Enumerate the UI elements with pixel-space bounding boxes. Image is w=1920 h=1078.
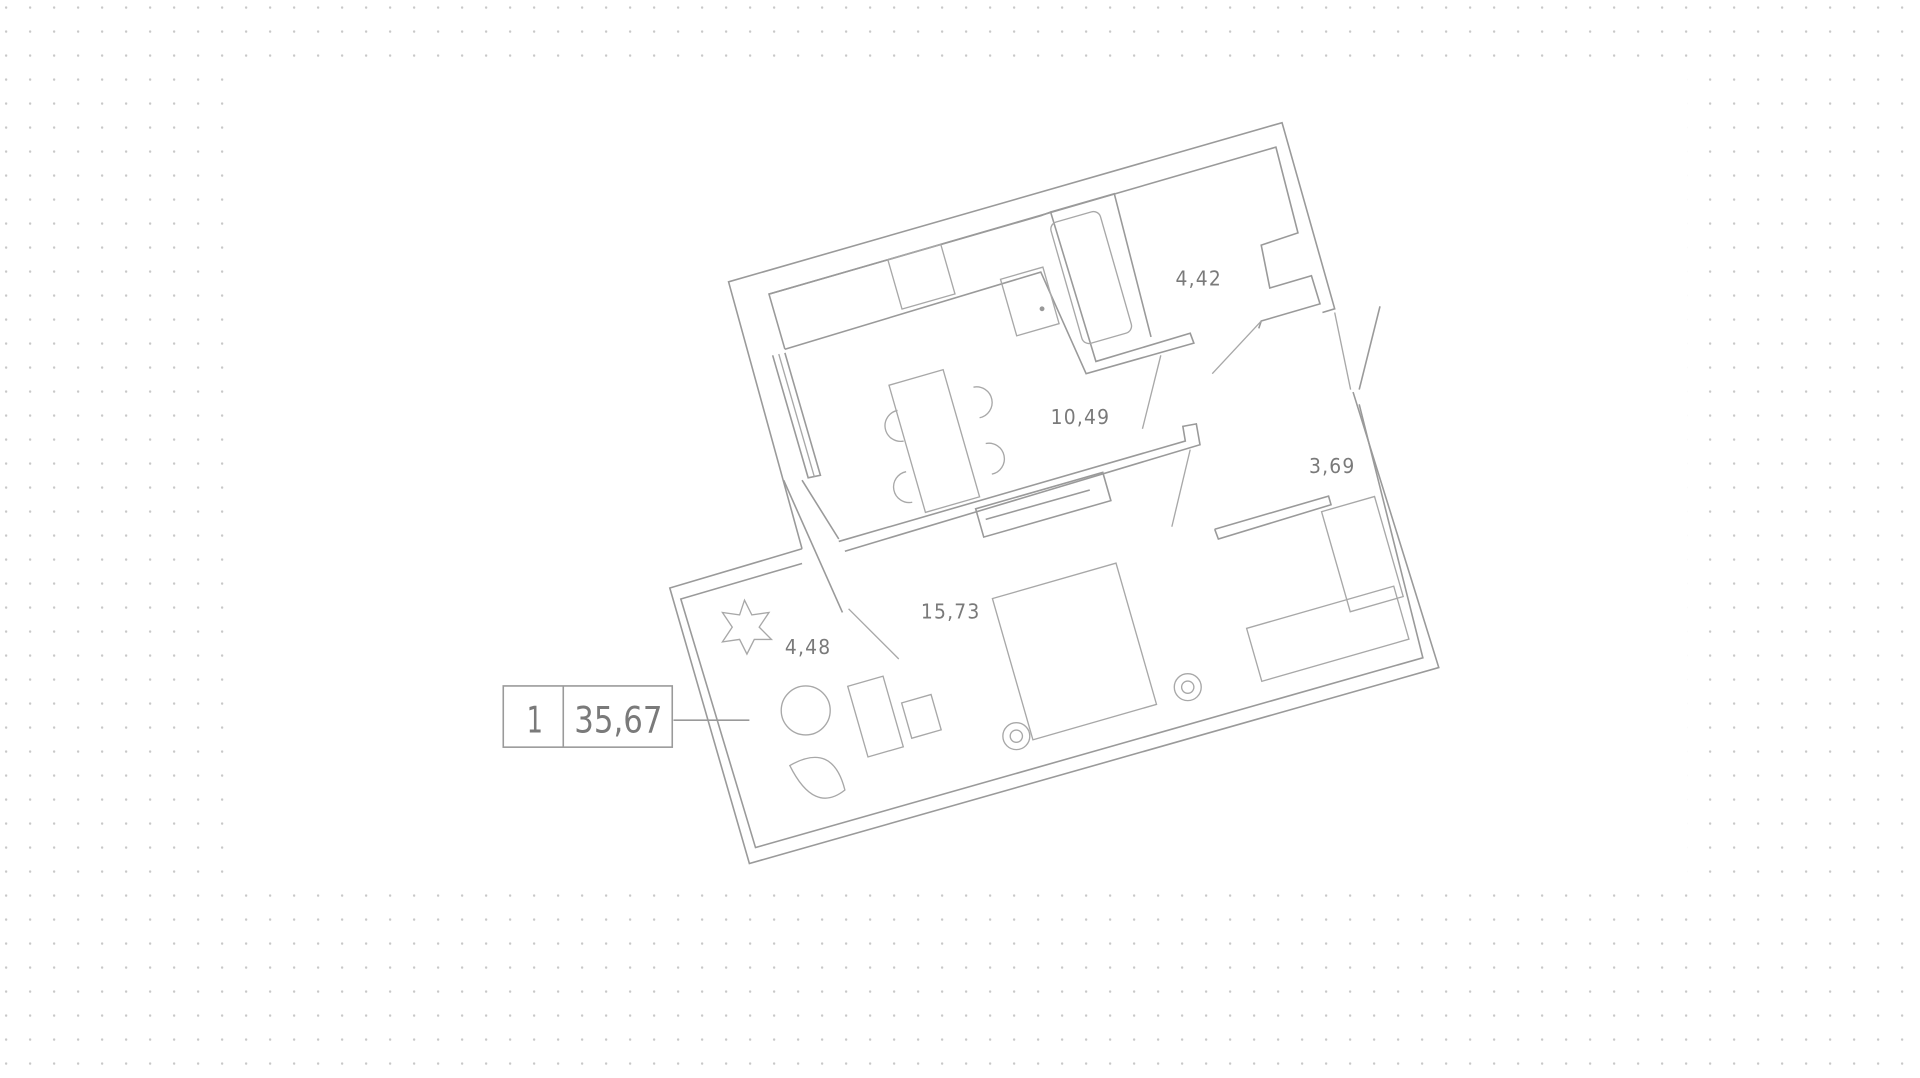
plant-icon [721,598,774,656]
total-area: 35,67 [574,698,662,741]
room-area-living-room: 15,73 [921,600,981,624]
room-area-bathroom: 4,42 [1176,267,1223,291]
apartment-summary-box: 1 35,67 [502,685,674,748]
furniture [721,368,1410,799]
rooms-count: 1 [527,700,543,742]
walls [668,121,1440,865]
room-area-kitchen: 10,49 [1051,405,1111,429]
room-area-hallway: 3,69 [1309,454,1356,478]
room-area-balcony: 4,48 [785,635,832,659]
